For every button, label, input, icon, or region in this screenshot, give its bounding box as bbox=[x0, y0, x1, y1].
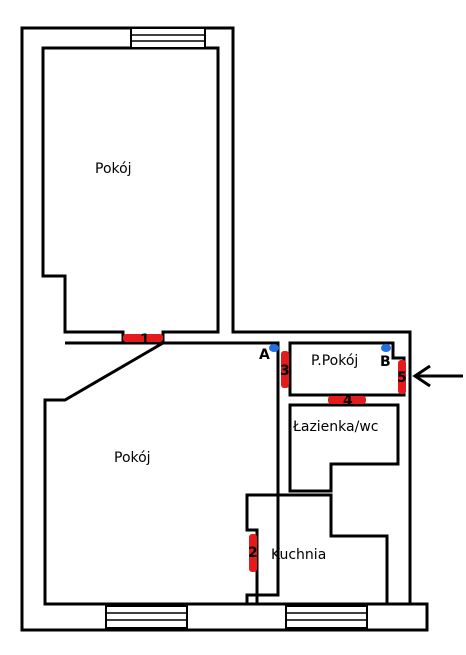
point-b: B bbox=[380, 344, 391, 370]
door-3-label: 3 bbox=[280, 363, 290, 379]
hall-inner-wall bbox=[288, 341, 406, 397]
room-label-hall: P.Pokój bbox=[311, 353, 358, 369]
window-bottom-left bbox=[105, 605, 188, 629]
door-5-label: 5 bbox=[397, 370, 407, 386]
door-1: 1 bbox=[123, 332, 163, 348]
room-label-upper: Pokój bbox=[95, 161, 132, 177]
room-label-bathroom: Łazienka/wc bbox=[292, 419, 378, 435]
room-label-kitchen: Kuchnia bbox=[271, 547, 326, 563]
bathroom-inner-wall bbox=[288, 403, 400, 493]
arrow-left-icon bbox=[412, 364, 463, 388]
door-4: 4 bbox=[328, 393, 366, 409]
door-1-label: 1 bbox=[140, 332, 150, 348]
window-bottom-right bbox=[285, 605, 368, 629]
point-b-label: B bbox=[380, 354, 391, 370]
door-3: 3 bbox=[280, 351, 290, 388]
door-2: 2 bbox=[248, 534, 258, 572]
window-top bbox=[130, 27, 206, 49]
door-2-label: 2 bbox=[248, 545, 258, 561]
point-a: A bbox=[259, 344, 279, 363]
door-4-label: 4 bbox=[343, 393, 353, 409]
door-5: 5 bbox=[397, 360, 407, 394]
room-label-lower: Pokój bbox=[114, 450, 151, 466]
point-a-label: A bbox=[259, 347, 270, 363]
